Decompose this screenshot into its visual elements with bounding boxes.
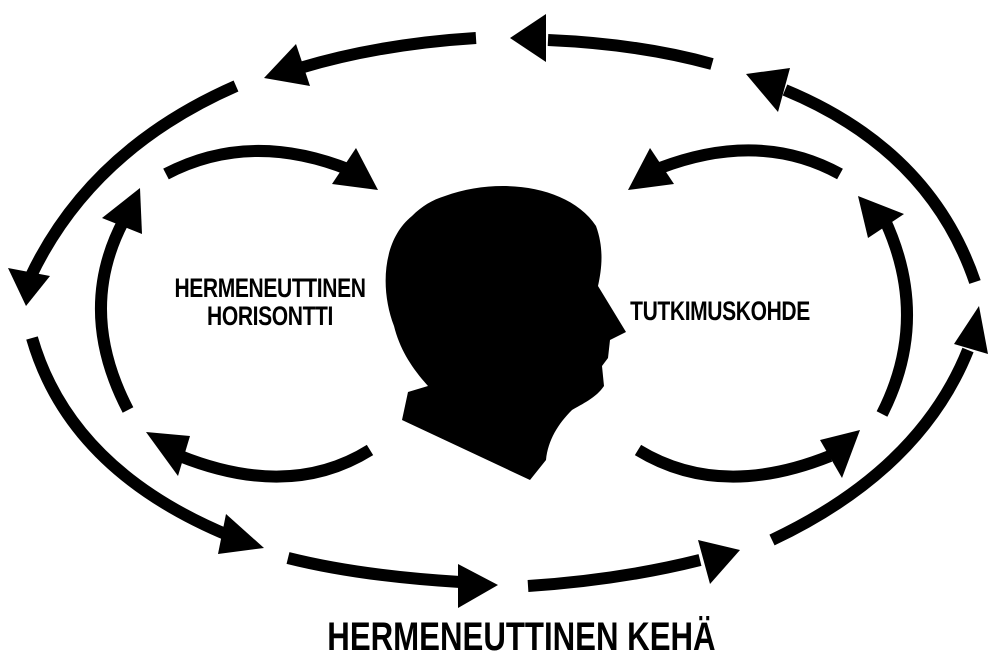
left-arrowhead xyxy=(102,188,142,234)
left-arrowheads xyxy=(102,148,378,476)
right-arrowheads xyxy=(628,148,904,478)
outer-arrowhead xyxy=(8,268,50,306)
outer-arrowhead xyxy=(954,306,988,354)
right-arrowhead xyxy=(628,148,674,190)
outer-arrowhead xyxy=(218,514,264,554)
outer-arrowhead xyxy=(264,44,310,86)
outer-arrow-top-center xyxy=(298,32,477,74)
left-arrow-bottom xyxy=(177,444,374,483)
hermeneutic-horizon-label: HERMENEUTTINEN HORISONTTI xyxy=(161,274,379,331)
outer-arrowheads xyxy=(8,14,988,608)
right-arrow-bottom xyxy=(634,444,833,483)
left-arrow-top xyxy=(163,144,353,180)
left-arrowhead xyxy=(332,148,378,190)
right-arrowhead xyxy=(820,430,860,478)
outer-arrow-left-lower xyxy=(26,336,233,542)
outer-arrow-bottom-left xyxy=(286,552,461,588)
outer-arrow-bottom-right xyxy=(527,554,702,592)
right-arrow-top xyxy=(657,144,843,180)
human-head-silhouette-icon xyxy=(385,186,626,480)
left-arrow-side xyxy=(94,217,134,413)
right-arrowhead xyxy=(858,196,904,238)
left-arrowhead xyxy=(146,432,190,476)
right-arrow-side xyxy=(876,211,913,417)
outer-arrow-top-right xyxy=(547,34,714,70)
horizon-label-line2: HORISONTTI xyxy=(207,301,333,332)
outer-arrow-left-upper xyxy=(24,80,239,281)
horizon-label-line1: HERMENEUTTINEN xyxy=(174,273,366,303)
outer-circle-arrows xyxy=(24,32,981,592)
diagram-title: HERMENEUTTINEN KEHÄ xyxy=(327,615,716,659)
left-inner-loop-arrows xyxy=(94,144,374,483)
research-object-label: TUTKIMUSKOHDE xyxy=(630,296,810,326)
outer-arrowhead xyxy=(698,540,740,584)
outer-arrow-right-lower xyxy=(769,347,974,546)
outer-arrow-right-upper xyxy=(782,84,981,284)
right-inner-loop-arrows xyxy=(634,144,913,483)
outer-arrowhead xyxy=(458,564,498,608)
outer-arrowhead xyxy=(510,14,546,62)
outer-arrowhead xyxy=(746,68,790,112)
